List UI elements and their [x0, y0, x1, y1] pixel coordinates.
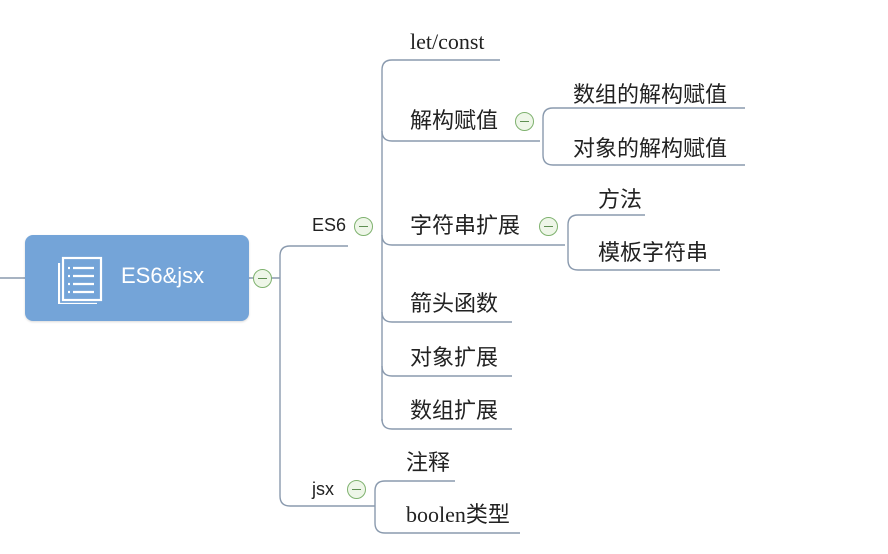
- boolean-type-node[interactable]: boolen类型: [406, 502, 510, 527]
- array-extension-node[interactable]: 数组扩展: [410, 398, 499, 423]
- comment-node[interactable]: 注释: [406, 450, 451, 475]
- root-collapse-toggle[interactable]: [253, 269, 272, 288]
- connector-es6-spine: [381, 59, 500, 421]
- connector-trunk: [279, 245, 348, 507]
- template-string-node[interactable]: 模板字符串: [598, 240, 709, 265]
- arrow-function-node[interactable]: 箭头函数: [410, 291, 499, 316]
- es6-node[interactable]: ES6: [312, 215, 347, 235]
- object-destructuring-node[interactable]: 对象的解构赋值: [573, 136, 728, 161]
- array-destructuring-node[interactable]: 数组的解构赋值: [573, 82, 728, 107]
- root-label: ES6&jsx: [121, 263, 205, 288]
- string-extension-collapse-toggle[interactable]: [539, 217, 558, 236]
- root-node[interactable]: ES6&jsx: [25, 235, 249, 321]
- string-methods-node[interactable]: 方法: [598, 187, 643, 212]
- string-extension-node[interactable]: 字符串扩展: [410, 213, 521, 238]
- jsx-node[interactable]: jsx: [312, 479, 334, 499]
- object-extension-node[interactable]: 对象扩展: [410, 345, 499, 370]
- jsx-collapse-toggle[interactable]: [347, 480, 366, 499]
- destructuring-collapse-toggle[interactable]: [515, 112, 534, 131]
- destructuring-node[interactable]: 解构赋值: [410, 108, 499, 133]
- let-const-node[interactable]: let/const: [410, 29, 485, 54]
- es6-collapse-toggle[interactable]: [354, 217, 373, 236]
- document-list-icon: [58, 256, 103, 304]
